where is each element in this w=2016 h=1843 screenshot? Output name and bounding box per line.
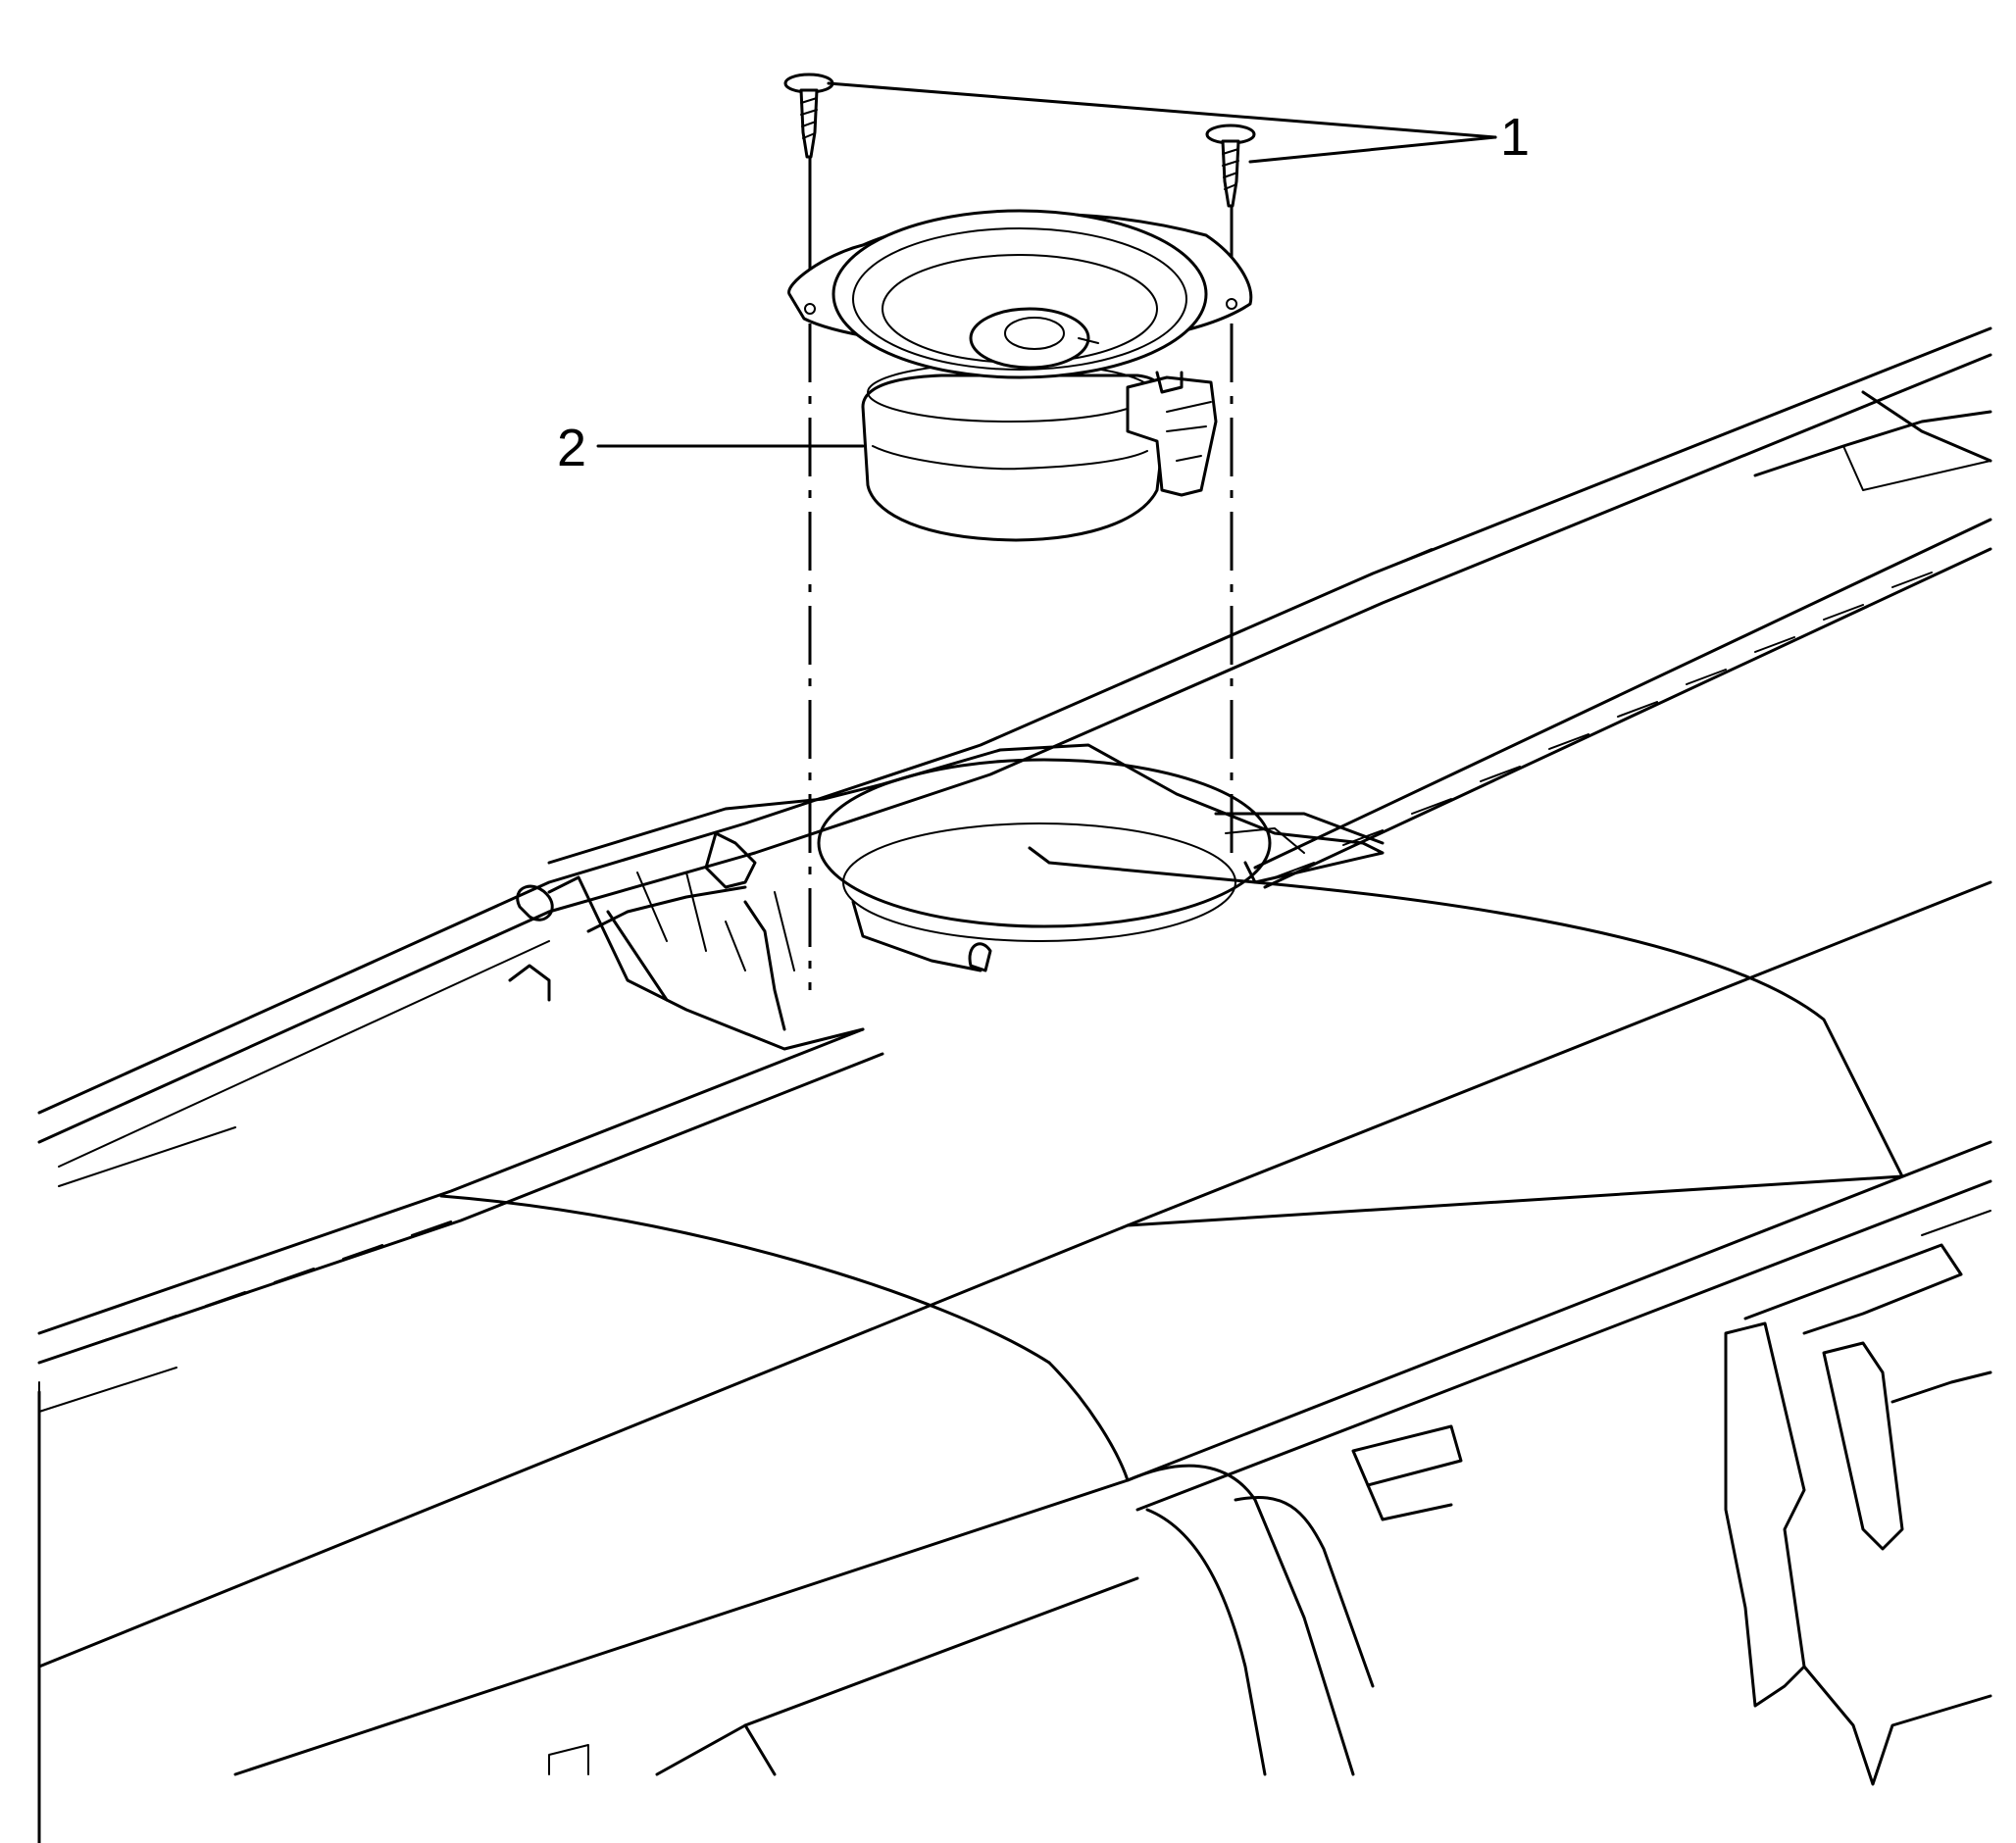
callout-label-2: 2 xyxy=(557,419,586,477)
leader-line-1b xyxy=(1248,135,1497,164)
speaker xyxy=(787,209,1253,542)
screw-left xyxy=(783,73,834,159)
speaker-mount-opening xyxy=(547,743,1385,1051)
screw-right xyxy=(1205,124,1256,208)
callout-label-1: 1 xyxy=(1500,108,1530,167)
instrument-panel xyxy=(37,326,1992,1843)
callout-1: 1 xyxy=(827,81,1530,167)
leader-line-1a xyxy=(827,81,1497,139)
callout-2: 2 xyxy=(557,419,865,477)
